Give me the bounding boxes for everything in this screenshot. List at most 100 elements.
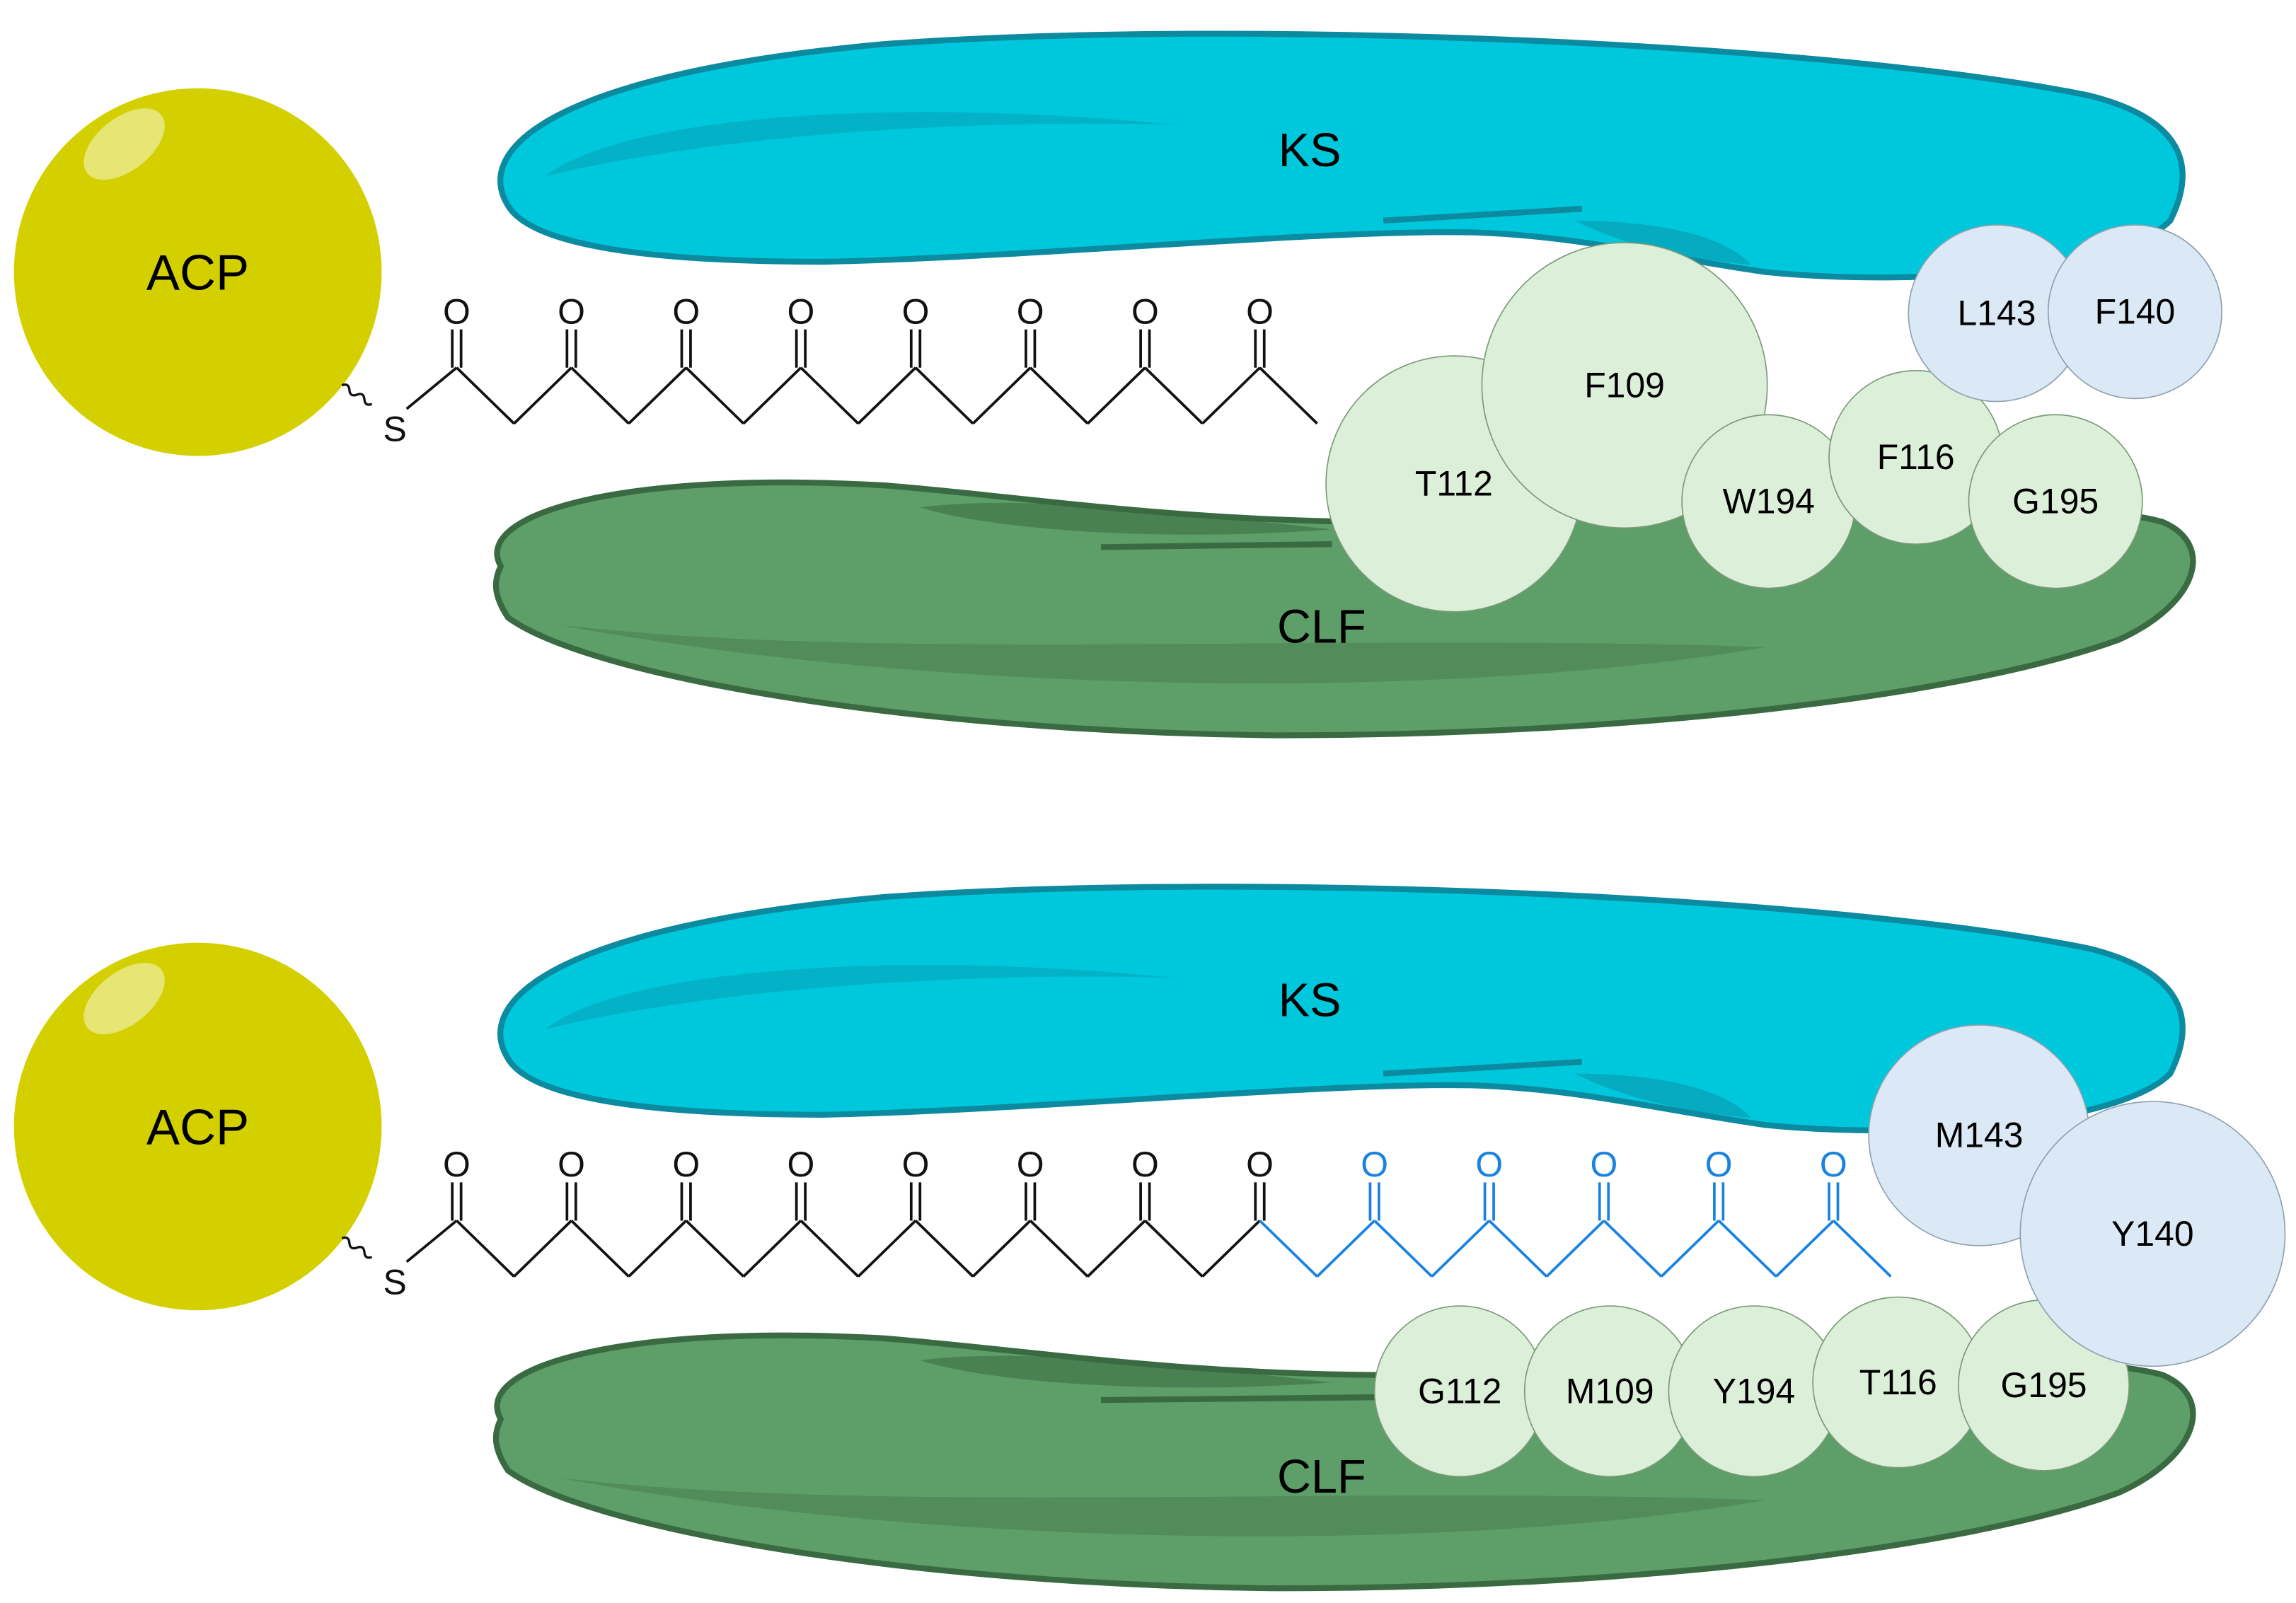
sulfur-label: S — [383, 1262, 406, 1302]
residue-label: T116 — [1859, 1362, 1937, 1402]
ks-domain: KS — [497, 30, 2186, 281]
residue-group: G112 M109 Y194 T116 G195 M143 — [1373, 1024, 2286, 1478]
residue-T116: T116 — [1812, 1296, 1985, 1469]
chain-bond — [742, 1220, 802, 1278]
ks-label: KS — [1279, 975, 1342, 1027]
residue-W194: W194 — [1681, 414, 1857, 589]
chain-bond — [628, 366, 688, 425]
oxygen-label: O — [672, 291, 700, 331]
oxygen-label: O — [902, 1145, 930, 1184]
chain-bond — [1086, 1220, 1146, 1278]
chain-bond — [1086, 366, 1146, 425]
residue-G195: G195 — [1968, 414, 2143, 589]
chain-bond — [1259, 366, 1318, 425]
chain-bond — [1431, 1220, 1491, 1278]
chain-bond — [1029, 1220, 1089, 1278]
oxygen-label: O — [1475, 1145, 1503, 1184]
chain-bond — [1603, 1220, 1663, 1278]
chain-bond — [570, 1220, 630, 1278]
chain-bond — [1660, 1220, 1720, 1278]
chain-bond — [513, 1220, 572, 1278]
residue-M109: M109 — [1523, 1305, 1696, 1478]
chain-bond — [685, 366, 745, 425]
chain-bond — [1545, 1220, 1605, 1278]
oxygen-label: O — [1705, 1145, 1733, 1184]
chain-bond — [1832, 1220, 1892, 1278]
chain-bond — [800, 366, 860, 425]
chain-bond — [914, 366, 974, 425]
oxygen-label: O — [1017, 291, 1044, 331]
residue-Y140: Y140 — [2019, 1101, 2286, 1367]
oxygen-label: O — [1131, 1145, 1159, 1184]
oxygen-label: O — [1591, 1145, 1618, 1184]
residue-label: L143 — [1958, 293, 2036, 332]
chain-bond — [1373, 1220, 1433, 1278]
oxygen-label: O — [1131, 291, 1159, 331]
residue-label: T112 — [1415, 464, 1493, 504]
oxygen-label: O — [672, 1145, 700, 1184]
chain-bond — [742, 366, 802, 425]
chain-bond — [1029, 366, 1089, 425]
oxygen-label: O — [1820, 1145, 1847, 1184]
residue-label: M143 — [1935, 1116, 2024, 1155]
chain-bond — [857, 366, 917, 425]
chain-bond — [1144, 366, 1204, 425]
acp-label: ACP — [146, 245, 249, 301]
clf-label: CLF — [1277, 601, 1366, 653]
chain-bond — [971, 366, 1032, 425]
oxygen-label: O — [443, 1145, 471, 1184]
chain-bond — [456, 1220, 515, 1278]
acp-linker — [341, 383, 373, 406]
chain-bond — [1144, 1220, 1204, 1278]
chain-bond — [685, 1220, 745, 1278]
oxygen-label: O — [787, 1145, 814, 1184]
residue-label: Y194 — [1713, 1371, 1795, 1411]
residue-label: M109 — [1566, 1371, 1654, 1411]
residue-label: G195 — [2012, 482, 2099, 521]
chain-bond — [971, 1220, 1032, 1278]
acp-domain: ACP — [13, 88, 382, 456]
ks-label: KS — [1279, 125, 1342, 177]
oxygen-label: O — [787, 291, 814, 331]
clf-label: CLF — [1277, 1451, 1366, 1503]
chain-bond — [405, 366, 458, 410]
chain-bond — [914, 1220, 974, 1278]
chain-bond — [570, 366, 630, 425]
residue-F116: F116 — [1828, 370, 2004, 545]
chain-bond — [405, 1220, 458, 1263]
sulfur-label: S — [383, 410, 406, 449]
acp-label: ACP — [146, 1099, 249, 1154]
chain-bond — [1316, 1220, 1375, 1278]
residue-label: F109 — [1584, 365, 1665, 405]
chain-bond — [456, 366, 515, 425]
chain-bond — [1201, 366, 1261, 425]
chain-bond — [1201, 1220, 1261, 1278]
residue-F140: F140 — [2047, 224, 2222, 400]
oxygen-label: O — [443, 291, 471, 331]
oxygen-label: O — [1017, 1145, 1044, 1184]
chain-bond — [1259, 1220, 1318, 1278]
chain-bond — [1775, 1220, 1835, 1278]
ks-domain: KS — [497, 884, 2186, 1134]
chain-bond — [800, 1220, 860, 1278]
oxygen-label: O — [558, 1145, 585, 1184]
oxygen-label: O — [902, 291, 930, 331]
residue-G112: G112 — [1373, 1305, 1546, 1478]
residue-label: F140 — [2095, 291, 2176, 331]
residue-label: F116 — [1877, 437, 1955, 477]
chain-bond — [628, 1220, 688, 1278]
residue-label: G195 — [2001, 1365, 2087, 1405]
residue-label: W194 — [1723, 482, 1815, 521]
chain-bond — [513, 366, 572, 425]
residue-L143: L143 — [1908, 224, 2086, 403]
chain-bond — [1717, 1220, 1777, 1278]
oxygen-label: O — [558, 291, 585, 331]
chain-bond — [1488, 1220, 1548, 1278]
chain-bond — [857, 1220, 917, 1278]
residue-label: G112 — [1418, 1371, 1501, 1411]
